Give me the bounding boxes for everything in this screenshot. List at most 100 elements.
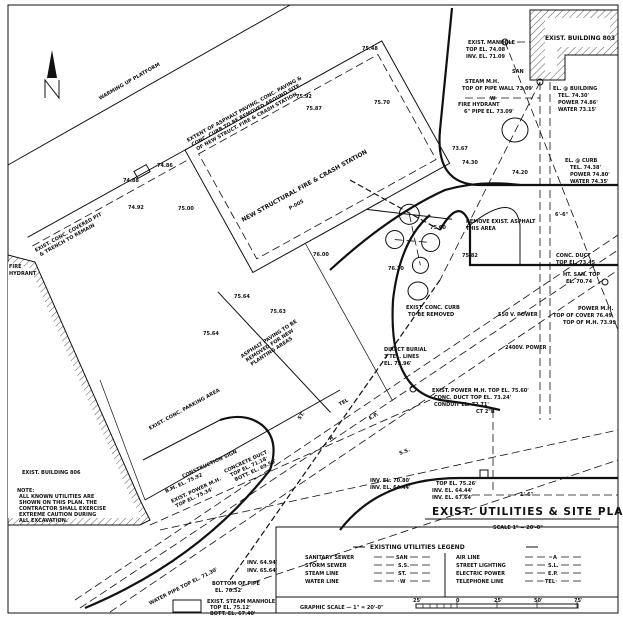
elevation: 75.87 <box>306 106 322 112</box>
legend-code: S.L. <box>548 563 559 569</box>
svg-text:SHOWN ON THIS PLAN. THE: SHOWN ON THIS PLAN. THE <box>19 500 98 506</box>
svg-text:TOP OF M.H. 73.99: TOP OF M.H. 73.99 <box>563 320 617 326</box>
svg-text:TO BE REMOVED: TO BE REMOVED <box>408 312 454 318</box>
power-manhole-icon <box>601 278 609 286</box>
manhole-icon <box>501 38 509 46</box>
legend-label: SANITARY SEWER <box>305 555 354 561</box>
svg-text:EL. 70.74: EL. 70.74 <box>566 279 593 285</box>
svg-text:FIRE: FIRE <box>9 264 22 270</box>
elevation: 76.30 <box>388 266 404 272</box>
svg-text:CONTRACTOR SHALL EXERCISE: CONTRACTOR SHALL EXERCISE <box>19 506 107 512</box>
extent-note: EXTENT OF ASPHALT PAVING, CONC. PAVING &… <box>186 75 303 152</box>
graphic-scale-label: GRAPHIC SCALE — 1" = 20'-0" <box>300 605 384 611</box>
bottom-pipe-note: BOTTOM OF PIPE EL. 70.52' <box>212 581 261 594</box>
elevation: 75.92 <box>296 94 312 100</box>
svg-text:CONC. DUCT TOP EL. 73.24': CONC. DUCT TOP EL. 73.24' <box>434 395 512 401</box>
planting-area <box>398 203 420 225</box>
building-803-label: EXIST. BUILDING 803 <box>545 35 615 42</box>
svg-text:WATER 74.35': WATER 74.35' <box>570 179 609 185</box>
svg-text:EXIST. POWER M.H. TOP EL. 75.6: EXIST. POWER M.H. TOP EL. 75.60' <box>432 388 529 394</box>
svg-text:INV. EL. 67.64': INV. EL. 67.64' <box>432 495 473 501</box>
svg-text:INV. EL. 70.80': INV. EL. 70.80' <box>370 478 411 484</box>
utility-lines <box>74 38 619 613</box>
asphalt-remove-outline <box>469 207 521 265</box>
dimension: 6'-6" <box>555 212 569 218</box>
elevation: 74.92 <box>128 205 144 211</box>
elevation: 75.48 <box>362 46 378 52</box>
svg-text:INV. EL. 71.09: INV. EL. 71.09 <box>466 54 505 60</box>
north-arrow-icon <box>44 50 60 100</box>
svg-text:EL. @ BUILDING: EL. @ BUILDING <box>553 86 597 92</box>
tree-icon <box>407 281 429 301</box>
conc-pit-note: EXIST. CONC. COVERED PIT & TRENCH TO REM… <box>34 212 104 258</box>
elevation: 75.63 <box>270 309 286 315</box>
curb-south <box>339 476 618 531</box>
storm-manhole-icon <box>479 469 489 479</box>
planting-area <box>411 256 429 274</box>
scale-tick: 75' <box>574 598 583 604</box>
legend-label: AIR LINE <box>456 555 481 561</box>
svg-text:ALL KNOWN UTILITIES ARE: ALL KNOWN UTILITIES ARE <box>19 494 95 500</box>
svg-text:POWER M.H.: POWER M.H. <box>578 306 613 312</box>
storm-sewer-line <box>159 429 619 531</box>
steam-manhole-note: EXIST. STEAM MANHOLE TOP EL. 75.12' BOTT… <box>207 599 276 617</box>
tag-san: SAN <box>512 69 524 75</box>
svg-text:TOP EL. 73.45: TOP EL. 73.45 <box>556 260 596 266</box>
remove-asphalt-note: REMOVE EXIST. ASPHALT THIS AREA <box>466 219 536 232</box>
note-block: NOTE: ALL KNOWN UTILITIES ARE SHOWN ON T… <box>17 488 107 524</box>
svg-text:POWER 74.80': POWER 74.80' <box>570 172 610 178</box>
svg-text:TOP EL. 74.08: TOP EL. 74.08 <box>466 47 506 53</box>
elevation: 74.88 <box>123 178 139 184</box>
tag-ss: S.S. <box>399 447 412 457</box>
svg-text:WATER 73.15': WATER 73.15' <box>558 107 597 113</box>
elevation: 75.70 <box>374 100 390 106</box>
tel-line <box>74 234 619 601</box>
elevation: 75.64 <box>234 294 250 300</box>
steam-manhole-box <box>172 599 202 613</box>
legend-label: WATER LINE <box>305 579 339 585</box>
svg-text:TOP OF COVER 76.49: TOP OF COVER 76.49 <box>553 313 612 319</box>
tag-ep: E.P. <box>368 412 380 422</box>
steam-line <box>229 279 441 581</box>
electric-power-line <box>109 269 619 613</box>
parking-area-edge <box>144 389 341 501</box>
curb-southwest <box>84 415 275 610</box>
inv-bottom-note: INV. 64.94' INV. 65.64' <box>247 560 278 574</box>
svg-text:ALL EXCAVATION.: ALL EXCAVATION. <box>19 518 68 524</box>
ht-san-note: HT. SAN. TOP EL. 70.74 <box>563 272 600 285</box>
svg-text:TOP EL. 75.26': TOP EL. 75.26' <box>436 481 477 487</box>
tag-tel: TEL <box>338 397 350 408</box>
svg-text:TEL. 74.30': TEL. 74.30' <box>558 93 589 99</box>
scale-tick: 25' <box>494 598 503 604</box>
sanitary-sewer-line <box>504 41 619 331</box>
curb-loop <box>391 214 501 412</box>
svg-text:BOTTOM OF PIPE: BOTTOM OF PIPE <box>212 581 261 587</box>
svg-text:CONDUIT EL. 72.71': CONDUIT EL. 72.71' <box>434 402 489 408</box>
svg-text:3 TEL. LINES: 3 TEL. LINES <box>384 354 420 360</box>
svg-text:TEL. 74.38': TEL. 74.38' <box>570 165 601 171</box>
fire-hydrant-left-label: FIRE HYDRANT <box>9 264 37 277</box>
tag-st: ST. <box>297 411 307 421</box>
svg-text:EL. 73.96': EL. 73.96' <box>384 361 412 367</box>
legend-label: TELEPHONE LINE <box>456 579 504 585</box>
svg-text:INV. EL. 64.44': INV. EL. 64.44' <box>370 485 411 491</box>
graphic-scale: GRAPHIC SCALE — 1" = 20'-0" 25' 0 25' 50… <box>300 598 583 611</box>
tree-icon <box>501 117 529 143</box>
svg-text:INV. 65.64': INV. 65.64' <box>247 568 278 574</box>
svg-text:STEAM M.H.: STEAM M.H. <box>465 79 499 85</box>
elevation: 74.30 <box>462 160 478 166</box>
fire-station-site <box>27 40 453 413</box>
warming-platform-edge <box>7 4 291 166</box>
conc-pit <box>133 163 151 180</box>
svg-text:EXIST. CONC. CURB: EXIST. CONC. CURB <box>406 305 460 311</box>
svg-text:EL. 70.52': EL. 70.52' <box>215 588 243 594</box>
elevation: 75.00 <box>178 206 194 212</box>
svg-text:FIRE HYDRANT: FIRE HYDRANT <box>458 102 500 108</box>
svg-text:POWER 74.86': POWER 74.86' <box>558 100 598 106</box>
elevation: 74.86 <box>157 163 173 169</box>
steam-line <box>439 81 541 281</box>
storm-sewer-line <box>229 459 619 591</box>
power-2400-label: 2400V. POWER <box>505 345 547 351</box>
power-manhole-icon <box>409 385 417 393</box>
legend-title: EXISTING UTILITIES LEGEND <box>370 544 465 551</box>
